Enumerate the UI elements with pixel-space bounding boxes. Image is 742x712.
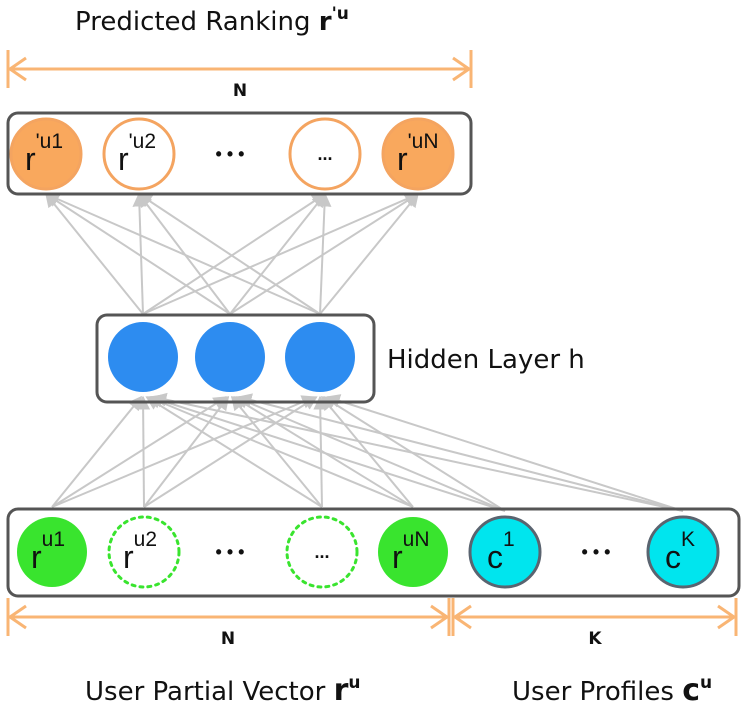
output-layer-nodes: r'u1 r'u2 • • •... r'uN	[9, 117, 455, 191]
input-node-1-label: ru1	[31, 528, 65, 575]
bottom-right-dimension-label: K	[588, 629, 602, 649]
edge-hidden-2-output-3	[319, 192, 419, 315]
top-dimension-arrow	[6, 50, 473, 88]
profile-node-3-label: cK	[665, 528, 695, 575]
input-node-5-label: ruN	[392, 528, 430, 575]
edge-hidden-0-output-1	[132, 192, 147, 315]
hidden-layer-nodes	[108, 322, 355, 392]
output-ellipsis: • • •	[216, 144, 245, 164]
hidden-layer-box	[95, 313, 376, 404]
profile-ellipsis: • • •	[582, 542, 611, 562]
edge-input-1-hidden-0	[136, 395, 151, 508]
edge-input-3-hidden-0	[147, 395, 414, 508]
output-node-5: r'uN	[381, 117, 455, 191]
profile-node-3: cK	[646, 515, 720, 589]
bottom-left-dimension-arrow	[6, 598, 451, 636]
edge-hidden-1-output-0	[44, 193, 231, 315]
edge-hidden-2-output-2	[317, 192, 332, 315]
edge-input-5-hidden-2	[325, 394, 684, 512]
hidden-layer-label: Hidden Layer h	[387, 345, 585, 375]
bottom-right-dimension-arrow	[451, 598, 738, 636]
edge-hidden-1-output-2	[229, 192, 326, 315]
profile-nodes: c1 • • • cK	[468, 515, 720, 589]
edge-input-4-hidden-0	[148, 394, 506, 512]
input-node-5: ruN	[378, 517, 448, 587]
edge-input-0-hidden-1	[51, 396, 228, 508]
input-layer-box	[6, 507, 741, 598]
input-node-1: ru1	[17, 517, 87, 587]
edge-hidden-2-output-1	[137, 193, 321, 315]
input-ellipsis: • • •	[216, 542, 245, 562]
profile-node-1: c1	[468, 515, 542, 589]
edge-hidden-1-output-3	[229, 193, 420, 315]
connection-edges	[44, 192, 684, 512]
edge-input-1-hidden-1	[143, 395, 230, 508]
profile-node-1-label: c1	[487, 528, 515, 575]
input-layer-nodes: ru1 ru2 • • •... ruN	[17, 515, 448, 589]
input-node-2: ru2	[107, 515, 181, 589]
hidden-node-2	[195, 322, 265, 392]
output-layer-box	[6, 111, 473, 196]
output-node-2: r'u2	[102, 117, 176, 191]
edge-input-0-hidden-2	[51, 395, 316, 508]
output-node-2-label: r'u2	[118, 130, 156, 177]
edge-input-5-hidden-0	[152, 392, 684, 512]
output-ellipsis-node: ...	[317, 144, 332, 164]
edge-hidden-0-output-0	[45, 192, 144, 315]
top-dimension-label: N	[233, 81, 247, 101]
edge-hidden-0-output-3	[142, 192, 420, 315]
output-node-4: ...	[288, 117, 362, 191]
edge-input-2-hidden-1	[230, 395, 323, 508]
input-node-4: ...	[285, 515, 359, 589]
edge-input-2-hidden-0	[145, 396, 323, 508]
input-ellipsis-node: ...	[314, 542, 329, 562]
edge-hidden-2-output-0	[44, 192, 321, 315]
output-node-1: r'u1	[9, 117, 83, 191]
diagram-title: Predicted Ranking r'u	[75, 4, 349, 37]
edge-input-5-hidden-1	[237, 393, 684, 512]
hidden-node-1	[108, 322, 178, 392]
hidden-node-3	[285, 322, 355, 392]
edge-input-1-hidden-2	[143, 396, 318, 508]
edge-hidden-0-output-2	[142, 193, 327, 315]
user-profiles-label: User Profiles cu	[512, 673, 712, 708]
edge-input-0-hidden-0	[51, 395, 143, 508]
output-node-1-label: r'u1	[25, 130, 63, 177]
input-node-2-label: ru2	[123, 528, 157, 575]
user-partial-vector-label: User Partial Vector ru	[85, 673, 361, 708]
bottom-left-dimension-label: N	[221, 629, 235, 649]
edge-input-4-hidden-1	[234, 395, 506, 512]
output-node-5-label: r'uN	[397, 130, 439, 177]
